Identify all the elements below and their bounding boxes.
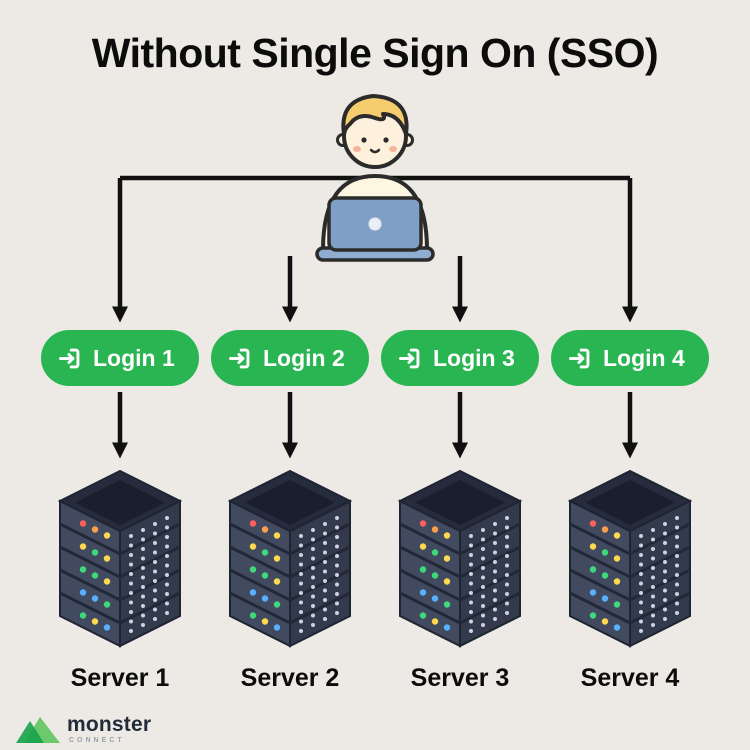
- person-illustration: [265, 78, 485, 268]
- mountain-peaks-icon: [16, 717, 60, 743]
- login-label: Login 3: [433, 344, 515, 371]
- person-mouth: [369, 148, 381, 154]
- server-label-3: Server 3: [410, 664, 510, 692]
- login-icon: [229, 348, 250, 368]
- brand-tagline: CONNECT: [69, 737, 125, 744]
- login-pill-1: Login 1: [41, 330, 199, 386]
- login-label: Login 1: [93, 344, 175, 371]
- login-pill-2: Login 2: [211, 330, 369, 386]
- server-illustration-3: [385, 466, 535, 661]
- server-illustration-4: [555, 466, 705, 661]
- login-icon: [569, 348, 590, 368]
- person-hair: [341, 94, 409, 136]
- login-label: Login 2: [263, 344, 345, 371]
- brand-name: monster: [67, 713, 152, 736]
- person-eye-right: [383, 137, 389, 143]
- server-label-1: Server 1: [70, 664, 170, 692]
- person-blush-left: [353, 146, 361, 152]
- login-icon: [59, 348, 80, 368]
- server-illustration-1: [45, 466, 195, 661]
- login-icon: [399, 348, 420, 368]
- server-label-2: Server 2: [240, 664, 340, 692]
- person-blush-right: [389, 146, 397, 152]
- server-icon: [215, 466, 365, 661]
- server-illustration-2: [215, 466, 365, 661]
- person-eye-left: [361, 137, 367, 143]
- login-label: Login 4: [603, 344, 685, 371]
- login-pill-3: Login 3: [381, 330, 539, 386]
- laptop-logo-dot: [368, 217, 382, 231]
- brand-logo: monster CONNECT: [16, 714, 151, 744]
- server-label-4: Server 4: [580, 664, 680, 692]
- server-icon: [555, 466, 705, 661]
- brand-logo-text: monster CONNECT: [67, 714, 151, 744]
- page-title: Without Single Sign On (SSO): [91, 30, 659, 76]
- login-pill-4: Login 4: [551, 330, 709, 386]
- server-icon: [45, 466, 195, 661]
- server-icon: [385, 466, 535, 661]
